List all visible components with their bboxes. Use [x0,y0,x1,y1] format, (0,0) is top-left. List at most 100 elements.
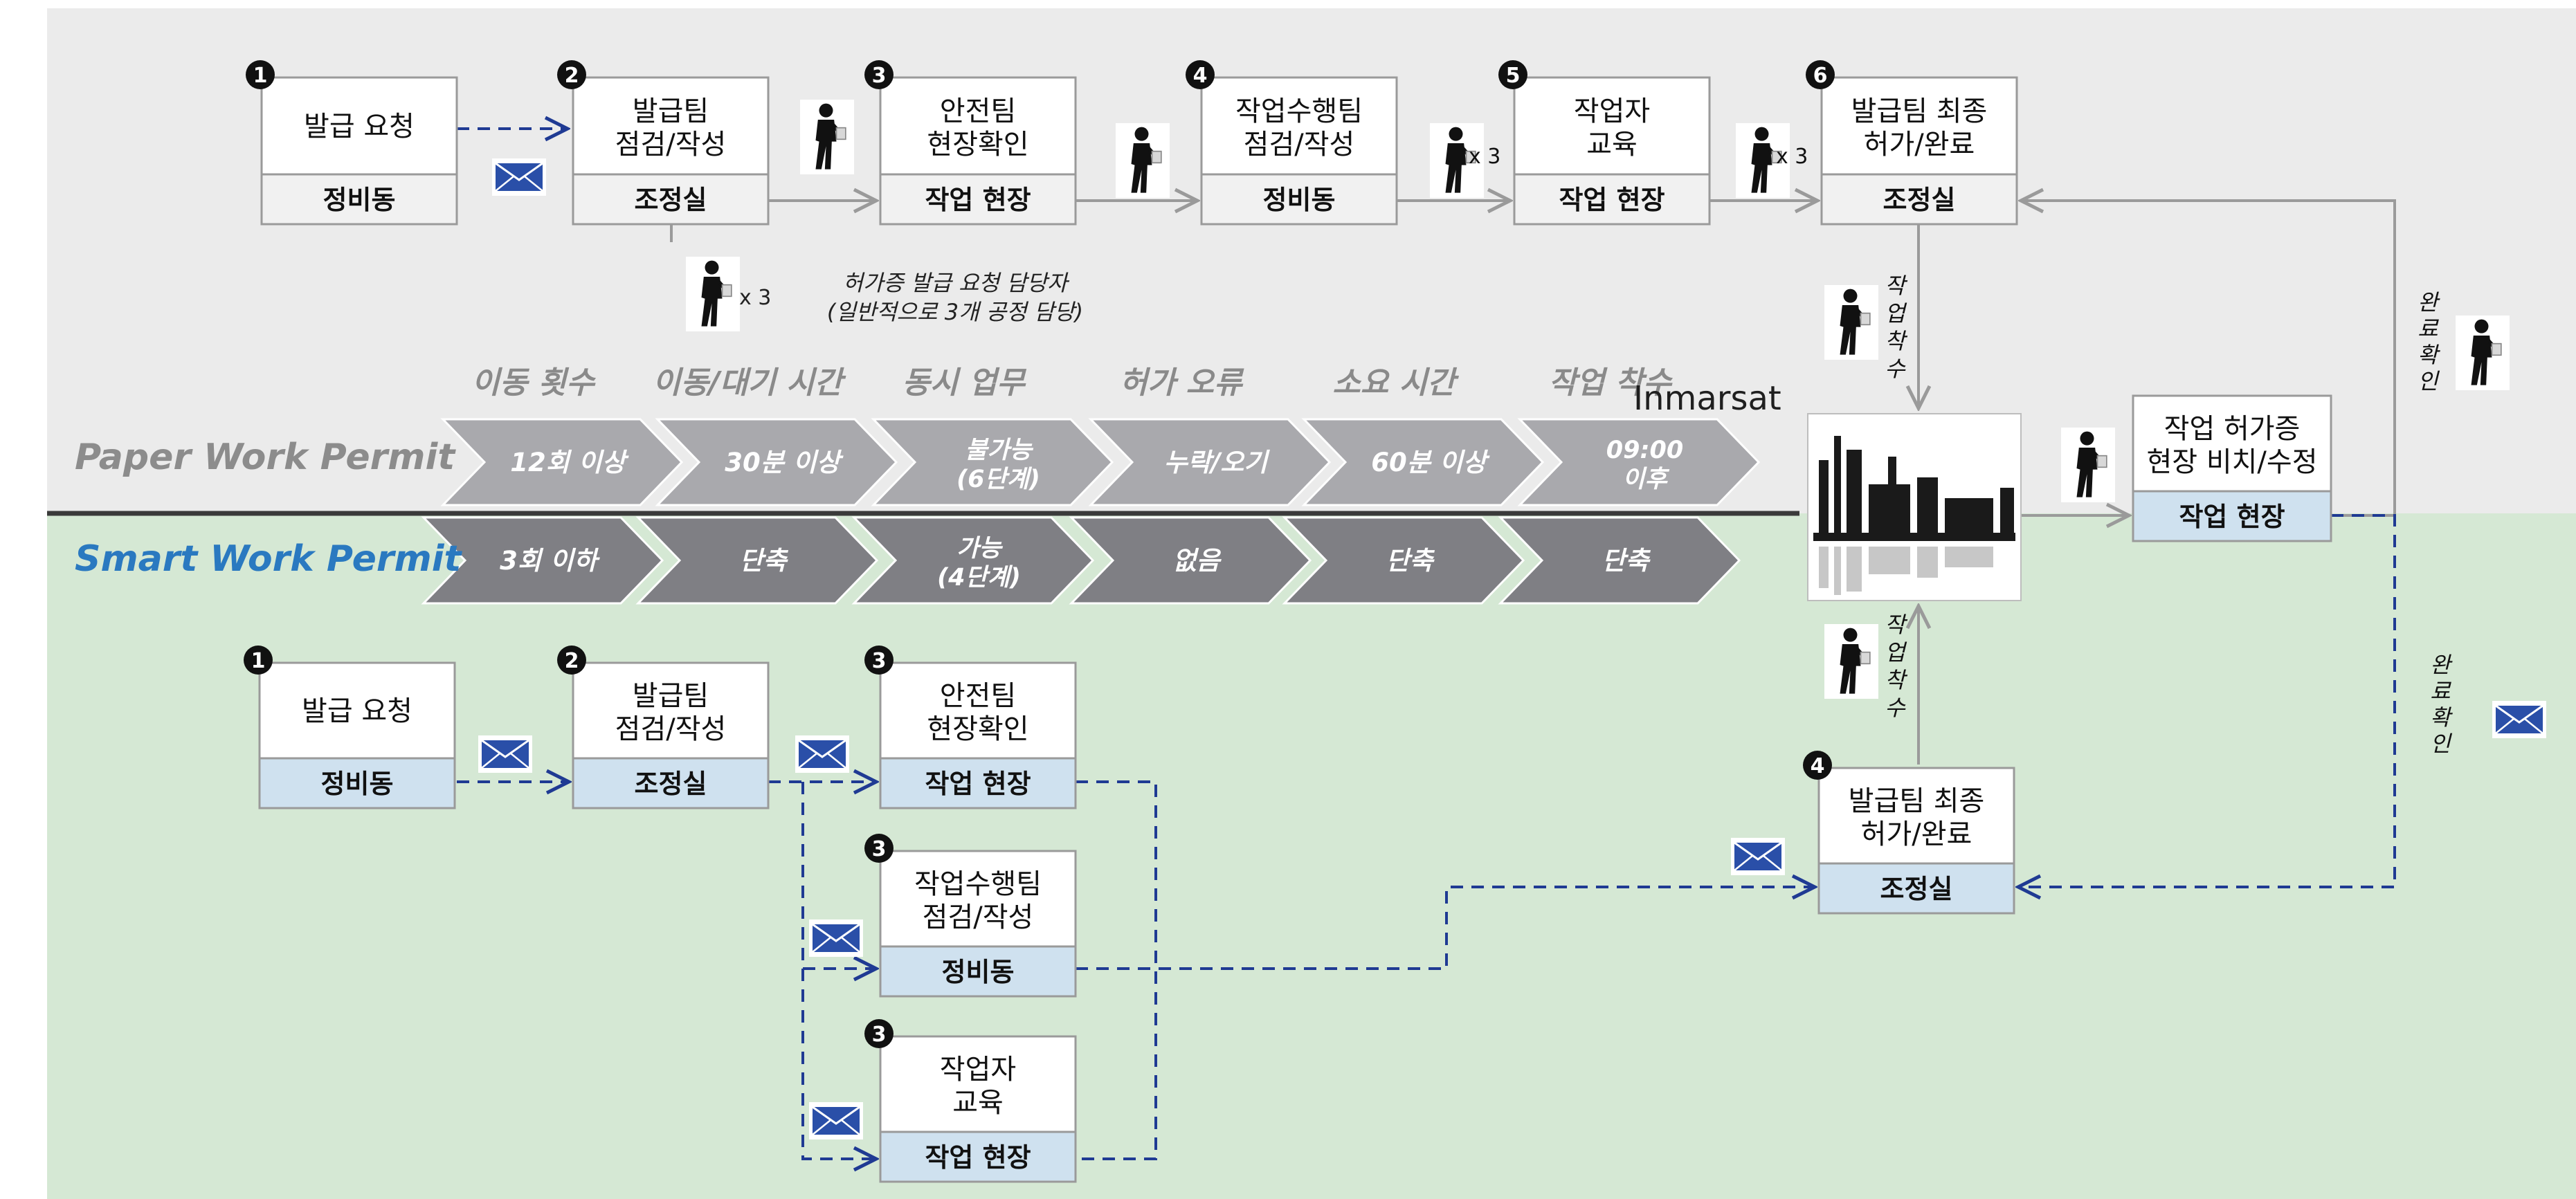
step-title: 발급팀 [633,680,709,712]
chevron-shape [1498,516,1741,605]
step-number: 3 [872,1023,887,1047]
paper-complete-label: 료 [2418,315,2439,342]
step-location-cell [879,945,1077,998]
smart-chevron: 없음 [1069,516,1312,605]
step-number-badge [864,834,894,863]
step-title: 점검/작성 [615,129,727,161]
smart-complete-label: 인 [2430,731,2452,757]
step-number: 5 [1506,64,1521,88]
chevron-shape [1069,516,1312,605]
step-location-cell [1200,173,1398,226]
smart-start-label: 수 [1885,695,1906,721]
step-title: 점검/작성 [615,713,727,745]
paper-chevron: 누락/오기 [1088,418,1332,506]
smart-section-background [47,513,2576,1199]
chevron-value: 60분 이상 [1371,448,1489,477]
envelope-icon [491,158,547,196]
step-title: 작업 허가증 [2164,413,2301,445]
chevron-value: 불가능 [965,437,1033,464]
overlay-text: Inmarsat [1633,379,1781,418]
chevron-shape [655,418,898,506]
step-title: 현장확인 [927,713,1028,745]
step-number-badge [244,646,273,675]
step-location-cell [1817,862,2015,915]
paper-multiplier: x 3 [1776,145,1808,169]
chevron-shape [635,516,879,605]
paper-start-label: 작 [1885,273,1908,299]
paper-complete-label: 인 [2418,368,2440,394]
step-number: 1 [251,649,266,673]
step-number: 2 [565,64,579,88]
step-title: 발급 요청 [304,111,415,143]
step-title-cell [572,76,770,176]
step-title: 허가/완료 [1864,129,1975,161]
step-location-cell [572,757,770,809]
step-number-badge [1803,751,1832,780]
note-line-2: (일반적으로 3개 공정 담당) [827,299,1083,325]
step-title: 작업수행팀 [914,868,1042,900]
paper-work-permit-label: Paper Work Permit [75,437,456,478]
chevron-value: 없음 [1172,546,1222,576]
plant-image [1807,413,2022,601]
step-number-badge [864,646,894,675]
step-location-cell [1513,173,1711,226]
chevron-shape [871,418,1114,506]
step-location: 작업 현장 [2179,502,2285,532]
paper-multiplier: x 3 [1469,145,1500,169]
step-title: 발급팀 [633,95,709,127]
step-title-cell [1817,767,2015,865]
smart-branch [801,782,876,1159]
step-number: 2 [565,649,579,673]
smart-chevron: 단축 [635,516,879,605]
paper-start-label: 착 [1885,328,1907,354]
step-number-badge [864,60,894,89]
paper-complete-label: 확 [2418,342,2440,368]
step-location: 작업 현장 [1559,185,1665,215]
chevron-value: 단축 [1386,546,1435,576]
chevron-shape [1301,418,1545,506]
step-location-cell [879,1131,1077,1183]
step-number: 4 [1193,64,1208,88]
step-title-cell [2132,394,2332,493]
step-location: 작업 현장 [925,769,1031,799]
step-location: 정비동 [942,957,1015,987]
step-number: 1 [253,64,268,88]
chevron-value: 12회 이상 [510,448,628,477]
step-number-badge [1498,60,1527,89]
step-number-badge [1806,60,1835,89]
step-number: 3 [872,64,887,88]
chevron-value: 이후 [1622,466,1669,493]
chevron-value: 단축 [739,546,788,576]
step-number: 3 [872,649,887,673]
smart-start-label: 업 [1885,639,1907,666]
step-location: 조정실 [635,185,707,215]
smart-complete-return [2018,514,2396,887]
step-title-cell [260,76,458,176]
comparison-header: 작업 착수 [1548,365,1673,401]
step-title: 발급팀 최종 [1851,95,1988,127]
step-title: 작업수행팀 [1235,95,1363,127]
step-location-cell [572,173,770,226]
paper-chevron: 12회 이상 [440,418,684,506]
note-line-1: 허가증 발급 요청 담당자 [843,270,1070,296]
envelope-icon [1730,837,1786,876]
step-title: 발급팀 최종 [1849,785,1985,817]
chevron-value: (6단계) [956,466,1040,493]
step-location: 작업 현장 [925,185,1031,215]
step-title: 교육 [952,1087,1004,1119]
paper-start-label: 수 [1885,356,1906,382]
chevron-shape [1282,516,1525,605]
note-multiplier: x 3 [739,286,771,310]
